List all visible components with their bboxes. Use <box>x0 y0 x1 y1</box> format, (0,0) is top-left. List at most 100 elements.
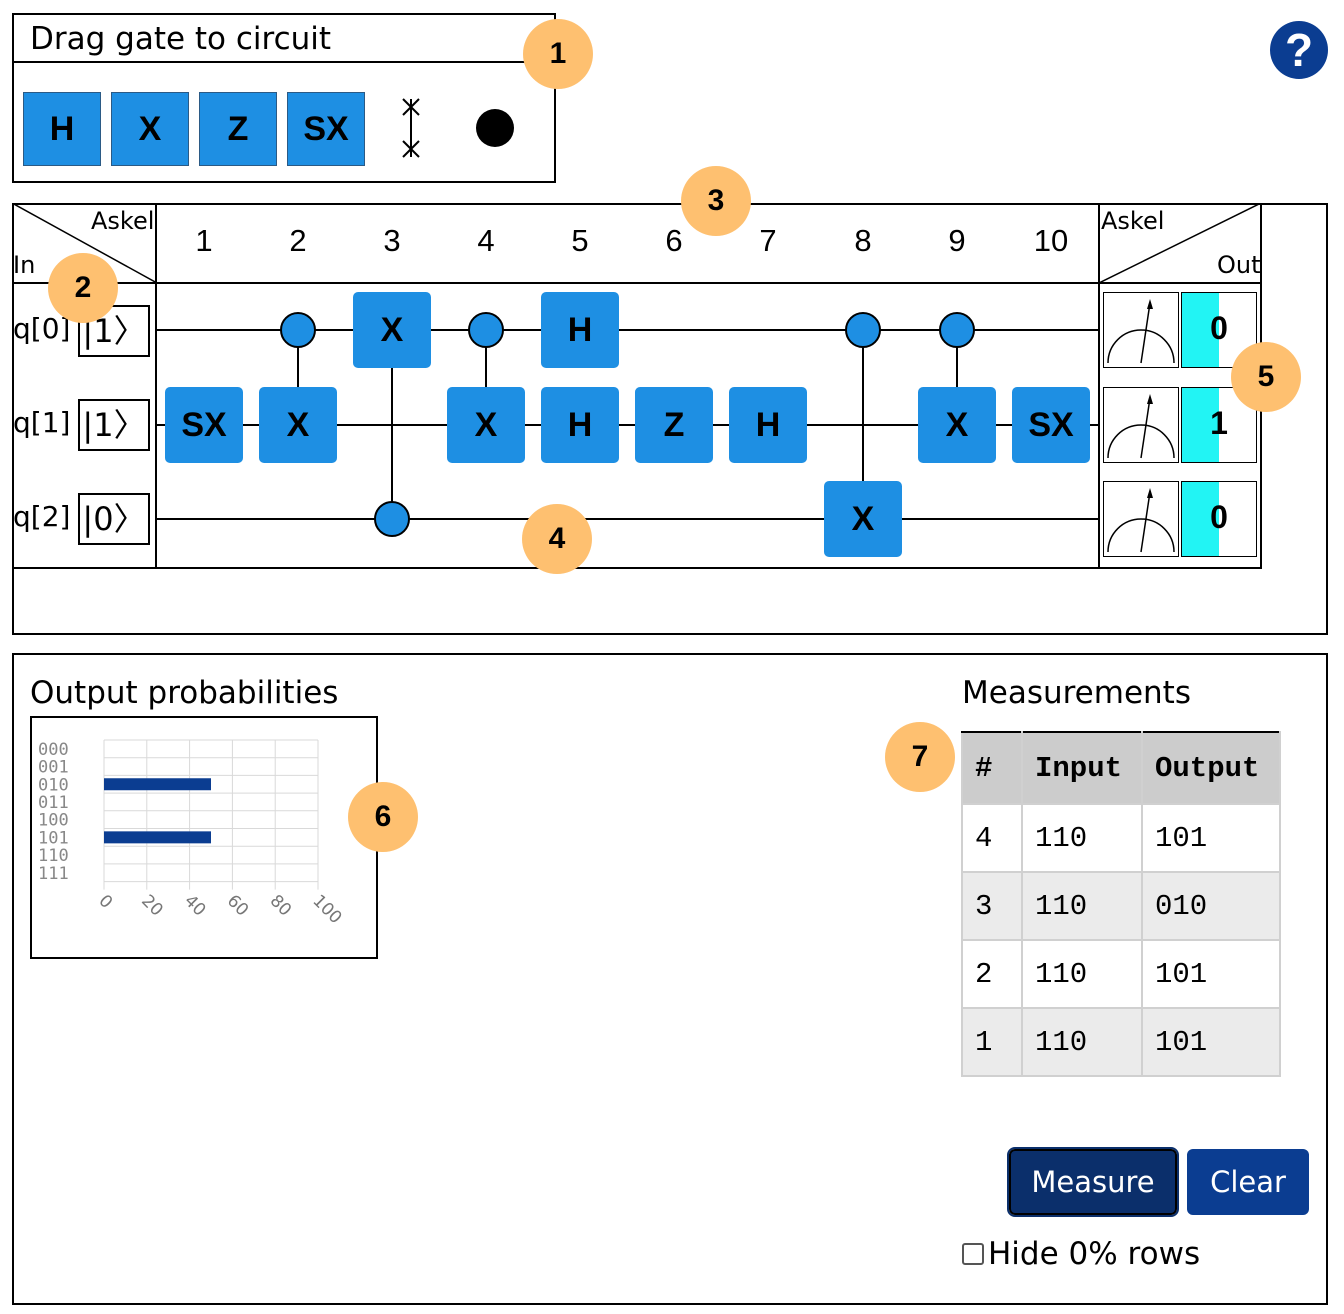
table-cell: 110 <box>1021 939 1143 1009</box>
chart-category-label: 011 <box>38 793 69 813</box>
control-dot[interactable] <box>280 312 316 348</box>
chart-category-label: 001 <box>38 758 69 778</box>
table-header: Output <box>1141 731 1281 805</box>
out-header-out: Out <box>1217 251 1261 279</box>
table-cell: 010 <box>1141 871 1281 941</box>
qubit-wire <box>157 329 1098 331</box>
chart-category-label: 010 <box>38 775 69 795</box>
measurement-meter-icon <box>1103 292 1179 368</box>
control-dot[interactable] <box>939 312 975 348</box>
in-header-diagonal <box>12 203 157 283</box>
circuit-gate-h[interactable]: H <box>541 292 619 368</box>
measurement-meter-icon <box>1103 387 1179 463</box>
results-panel <box>12 653 1328 1305</box>
table-row: 2 110 101 <box>961 939 1281 1009</box>
table-row: 1 110 101 <box>961 1007 1281 1077</box>
chart-tick-label: 100 <box>308 891 345 928</box>
hide-zero-rows-checkbox[interactable] <box>962 1243 984 1265</box>
palette-gate-h[interactable]: H <box>23 92 101 166</box>
table-cell: 110 <box>1021 871 1143 941</box>
chart-tick-label: 60 <box>223 891 252 920</box>
table-cell: 110 <box>1021 1007 1143 1077</box>
circuit-gate-x[interactable]: X <box>353 292 431 368</box>
callout-badge: 5 <box>1231 342 1301 412</box>
column-number: 3 <box>383 223 401 258</box>
qubit-label: q[2] <box>13 500 71 533</box>
circuit-gate-x[interactable]: X <box>259 387 337 463</box>
chart-tick-label: 80 <box>266 891 295 920</box>
callout-badge: 4 <box>522 504 592 574</box>
qubit-wire <box>157 518 1098 520</box>
table-cell: 2 <box>961 939 1023 1009</box>
measurements-table: # Input Output 4 110 101 3 110 010 2 110… <box>961 731 1281 1077</box>
table-cell: 1 <box>961 1007 1023 1077</box>
qubit-input-state[interactable]: |0〉 <box>78 493 150 545</box>
chart-category-label: 110 <box>38 846 69 866</box>
chart-category-label: 101 <box>38 828 69 848</box>
column-number: 1 <box>195 223 213 258</box>
callout-badge: 6 <box>348 782 418 852</box>
control-dot[interactable] <box>468 312 504 348</box>
column-number: 8 <box>854 223 872 258</box>
column-number: 10 <box>1033 223 1069 258</box>
chart-tick-label: 40 <box>180 891 209 920</box>
control-dot-icon[interactable] <box>476 109 514 147</box>
chart-bar <box>104 778 211 791</box>
table-cell: 101 <box>1141 939 1281 1009</box>
table-header: # <box>961 731 1023 805</box>
qubit-output: 0 <box>1181 481 1257 557</box>
column-number: 7 <box>759 223 777 258</box>
table-cell: 3 <box>961 871 1023 941</box>
palette-gate-z[interactable]: Z <box>199 92 277 166</box>
out-header-step: Askel <box>1101 207 1165 235</box>
callout-badge: 7 <box>885 722 955 792</box>
circuit-gate-x[interactable]: X <box>447 387 525 463</box>
qubit-label: q[0] <box>13 312 71 345</box>
column-number: 5 <box>571 223 589 258</box>
chart-bar <box>104 831 211 844</box>
qubit-input-state[interactable]: |1〉 <box>78 305 150 357</box>
circuit-gate-sx[interactable]: SX <box>165 387 243 463</box>
table-cell: 4 <box>961 803 1023 873</box>
table-row: 4 110 101 <box>961 803 1281 873</box>
qubit-input-state[interactable]: |1〉 <box>78 399 150 451</box>
out-header-diagonal <box>1099 203 1261 283</box>
column-number: 2 <box>289 223 307 258</box>
palette-title: Drag gate to circuit <box>14 15 554 63</box>
measurement-meter-icon <box>1103 481 1179 557</box>
measure-button[interactable]: Measure <box>1007 1147 1179 1217</box>
circuit-gate-sx[interactable]: SX <box>1012 387 1090 463</box>
output-probabilities-title: Output probabilities <box>30 675 339 711</box>
circuit-gate-x[interactable]: X <box>824 481 902 557</box>
chart-category-label: 000 <box>38 740 69 760</box>
callout-badge: 2 <box>48 253 118 323</box>
in-header-in: In <box>13 251 36 279</box>
chart-category-label: 111 <box>38 864 69 884</box>
column-number: 6 <box>665 223 683 258</box>
chart-tick-label: 20 <box>137 891 166 920</box>
table-header: Input <box>1021 731 1143 805</box>
table-row: 3 110 010 <box>961 871 1281 941</box>
callout-badge: 1 <box>523 19 593 89</box>
help-icon[interactable]: ? <box>1270 21 1328 79</box>
hide-zero-rows-label[interactable]: Hide 0% rows <box>988 1236 1201 1272</box>
palette-gate-x[interactable]: X <box>111 92 189 166</box>
circuit-gate-h[interactable]: H <box>541 387 619 463</box>
control-dot[interactable] <box>374 501 410 537</box>
qubit-wire <box>157 424 1098 426</box>
swap-icon[interactable] <box>397 95 425 161</box>
circuit-gate-h[interactable]: H <box>729 387 807 463</box>
control-dot[interactable] <box>845 312 881 348</box>
qubit-label: q[1] <box>13 406 71 439</box>
column-number: 4 <box>477 223 495 258</box>
circuit-gate-x[interactable]: X <box>918 387 996 463</box>
table-cell: 101 <box>1141 1007 1281 1077</box>
in-header-step: Askel <box>91 207 155 235</box>
circuit-gate-z[interactable]: Z <box>635 387 713 463</box>
gate-palette: Drag gate to circuit H X Z SX <box>12 13 556 183</box>
circuit-panel <box>12 203 1328 635</box>
palette-gate-sx[interactable]: SX <box>287 92 365 166</box>
clear-button[interactable]: Clear <box>1187 1149 1309 1215</box>
